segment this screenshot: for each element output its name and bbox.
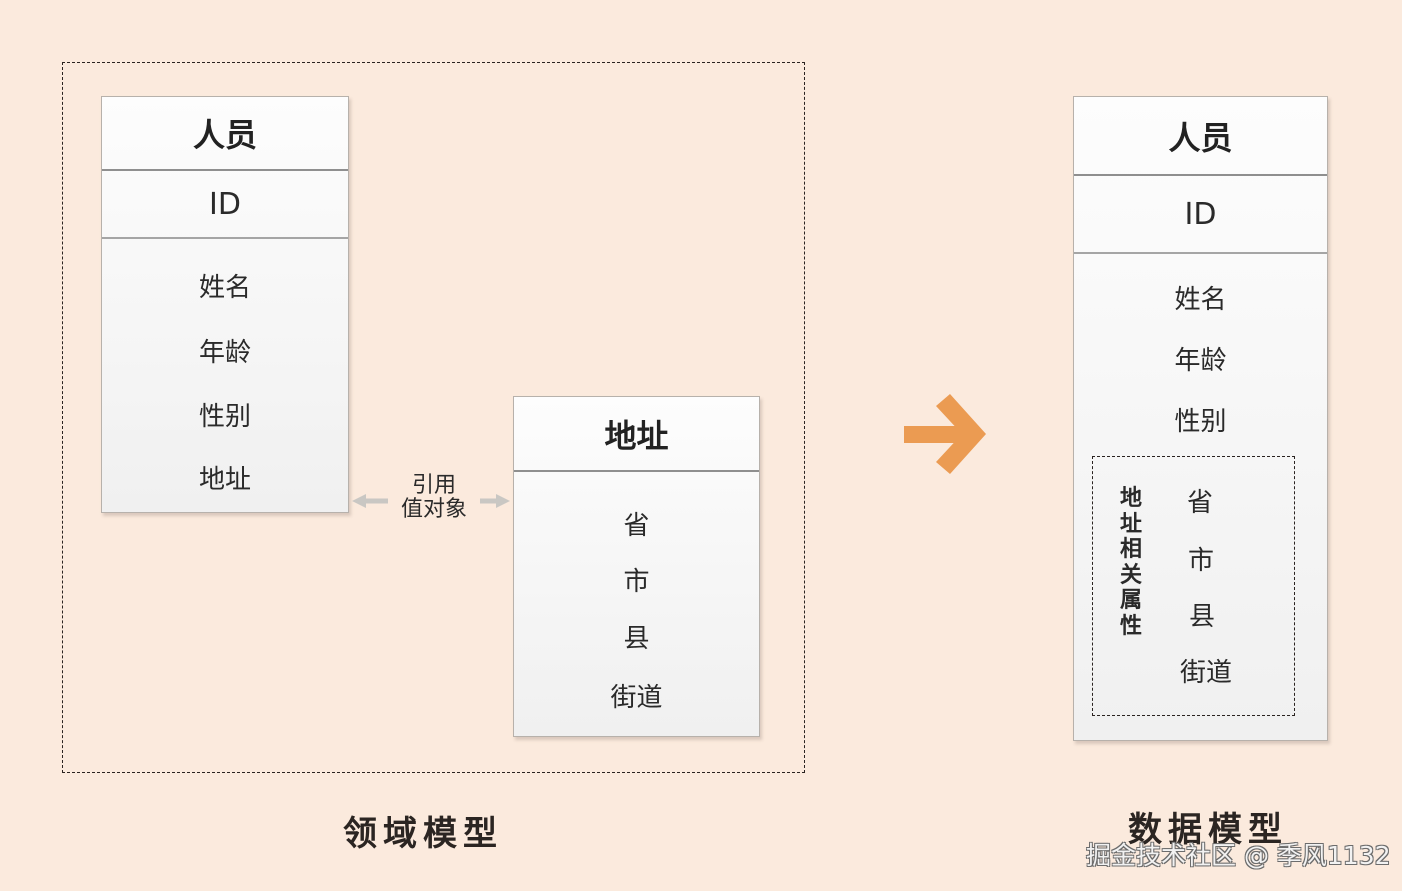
column-city: 市: [1187, 546, 1214, 576]
column-age: 年龄: [1174, 346, 1227, 376]
relation-line1: 引用: [411, 473, 456, 498]
person-table-id: ID: [1074, 176, 1327, 254]
person-entity[interactable]: 人员 ID 姓名 年龄 性别 地址: [101, 96, 349, 513]
attribute-address: 地址: [198, 465, 251, 495]
column-street: 街道: [1179, 658, 1232, 688]
watermark: 掘金技术社区 @ 季风1132: [1086, 841, 1391, 870]
address-entity[interactable]: 地址 省 市 县 街道: [513, 396, 760, 737]
column-name: 姓名: [1174, 285, 1227, 315]
attribute-county: 县: [623, 624, 650, 654]
person-entity-id: ID: [102, 171, 348, 239]
person-table-title: 人员: [1074, 97, 1327, 176]
attribute-street: 街道: [610, 683, 663, 713]
address-group-label: 地址相关属性: [1119, 486, 1142, 639]
relation-line2: 值对象: [388, 498, 480, 522]
attribute-name: 姓名: [198, 273, 251, 303]
column-province: 省: [1186, 488, 1213, 518]
column-gender: 性别: [1174, 407, 1227, 437]
domain-model-boundary: [62, 62, 805, 773]
data-model-caption: 数据模型: [1128, 810, 1288, 850]
attribute-city: 市: [623, 567, 650, 597]
address-entity-title: 地址: [514, 397, 759, 472]
column-county: 县: [1188, 602, 1215, 632]
attribute-province: 省: [623, 511, 650, 541]
attribute-age: 年龄: [198, 338, 251, 368]
relation-label: 引用 值对象: [388, 474, 480, 522]
person-entity-title: 人员: [102, 97, 348, 171]
person-table[interactable]: 人员 ID 姓名 年龄 性别: [1073, 96, 1328, 741]
arrow-right-icon: [904, 394, 986, 474]
address-columns-group: [1092, 456, 1295, 716]
attribute-gender: 性别: [198, 402, 251, 432]
domain-model-caption: 领域模型: [343, 814, 503, 854]
